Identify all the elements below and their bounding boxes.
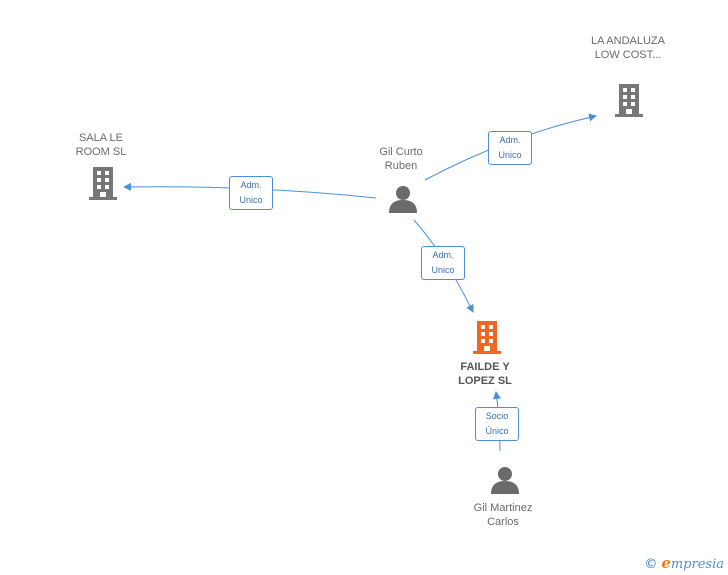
empresia-logo: ©empresia bbox=[644, 554, 724, 572]
node-label-failde-lopez[interactable]: FAILDE Y LOPEZ SL bbox=[458, 361, 512, 387]
edge-label-to-andaluza: Adm. Unico bbox=[488, 131, 532, 165]
person-icon[interactable] bbox=[389, 186, 417, 213]
edge-label-socio: Socio Único bbox=[475, 407, 519, 441]
node-label-sala-le-room[interactable]: SALA LE ROOM SL bbox=[75, 132, 127, 158]
edge-label-to-failde: Adm. Unico bbox=[421, 246, 465, 280]
node-label-la-andaluza[interactable]: LA ANDALUZA LOW COST... bbox=[591, 35, 665, 61]
person-icon[interactable] bbox=[491, 467, 519, 494]
building-icon[interactable] bbox=[473, 321, 501, 354]
copyright-icon: © bbox=[644, 557, 658, 572]
node-label-gil-curto[interactable]: Gil Curto Ruben bbox=[379, 146, 423, 172]
building-icon[interactable] bbox=[89, 167, 117, 200]
building-icon[interactable] bbox=[615, 84, 643, 117]
node-label-gil-martinez[interactable]: Gil Martinez Carlos bbox=[473, 502, 533, 528]
edge-label-to-sala: Adm. Unico bbox=[229, 176, 273, 210]
